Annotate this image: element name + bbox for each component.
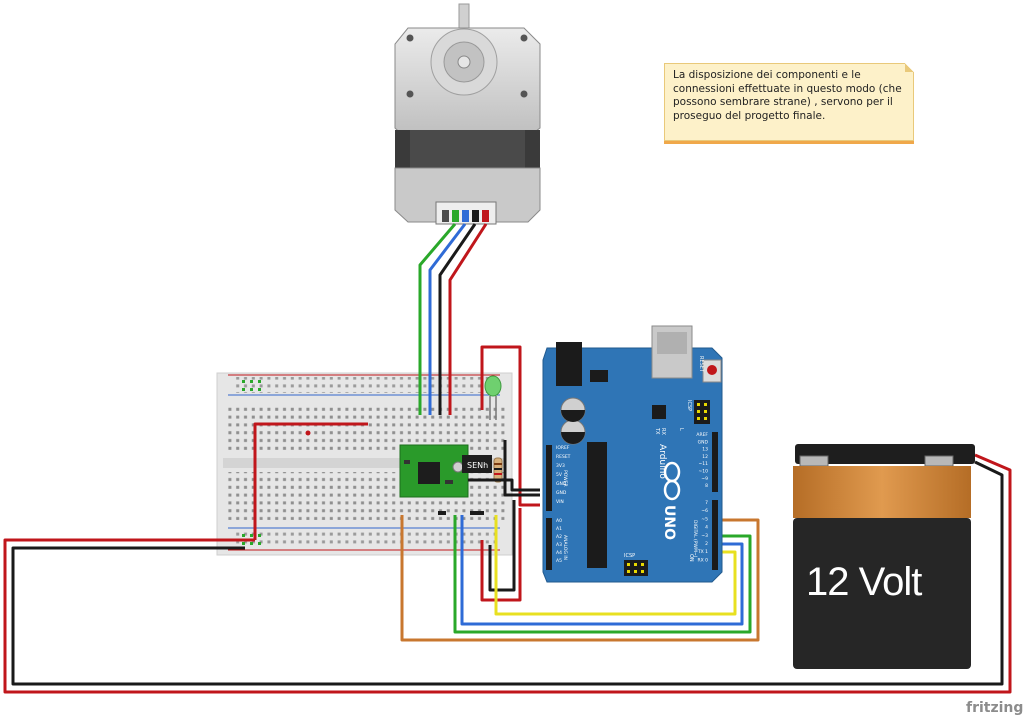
pin-label-right: ~11 [699,461,709,467]
digital-header-top [712,432,718,492]
power-jack [556,342,582,386]
pin-label-right: 8 [705,483,708,489]
arduino-logo [663,461,681,501]
l-label: L [678,428,684,431]
pin-label-right: 12 [702,454,708,460]
battery-9v [793,444,975,669]
atmega-chip [587,442,607,568]
sensor-chip-label: SENh [467,461,488,470]
icsp-header-top [694,400,710,424]
resistor [493,457,503,483]
wire-red-bottom [480,508,522,602]
wire-blue [460,515,744,626]
info-note-text: La disposizione dei componenti e le conn… [673,69,902,122]
pin-label-left: 5V [556,472,563,478]
motor-wire-black [438,223,477,415]
green-led [484,375,502,420]
arduino-model: UNO [661,505,677,540]
pin-label-right: 2 [705,541,708,547]
stepper-driver [399,444,469,498]
power-header [546,445,552,511]
pin-label-right: ~10 [699,469,709,475]
icsp-label: ICSP [686,400,692,411]
digital-header-label: DIGITAL (PWM~) [692,520,698,558]
pin-label-right: ~6 [701,508,708,514]
arduino-brand: Arduino [657,444,667,479]
battery-voltage-label: 12 Volt [806,560,922,604]
pin-label-left: A2 [556,534,562,540]
wire-battery-black [11,460,1004,686]
wire-red-top [480,345,540,507]
sensor-chip: SENh [462,455,492,473]
analog-header [546,518,552,570]
pin-label-right: ~3 [701,533,708,539]
pin-label-left: GND [556,481,567,487]
wire-battery-red [3,453,1012,694]
wires [3,223,1012,694]
pin-label-left: 3V3 [556,463,565,469]
pin-label-left: RESET [556,454,571,460]
wire-orange [400,515,760,642]
pin-label-left: A0 [556,518,562,524]
fritzing-watermark: fritzing [966,700,1024,716]
motor-wire-green [418,223,457,415]
pin-label-left: A3 [556,542,562,548]
pin-label-left: A1 [556,526,562,532]
icsp-header-bottom [624,560,648,576]
motor-wire-red [448,223,488,415]
pin-label-left: IOREF [556,445,570,451]
wire-red-internal [253,422,368,540]
arduino-uno: Arduino UNO RESET ICSP ICSP ON TX RX L P… [542,325,723,583]
pin-label-left: VIN [556,499,564,505]
pin-label-right: ~5 [701,516,708,522]
rx-label: RX [660,428,666,435]
pin-label-right: ~9 [701,476,708,482]
analog-header-label: ANALOG IN [562,535,568,560]
battery-top [793,466,971,518]
wire-black-gnd [468,478,540,492]
pin-label-right: RX 0 [697,557,708,563]
pin-label-left: GND [556,490,567,496]
motor-bottom-plate [394,167,541,223]
battery-body [793,518,971,669]
wire-green [453,515,752,634]
stepper-motor [394,3,541,225]
motor-wire-blue [428,223,467,415]
pin-label-left: A5 [556,558,562,564]
pin-label-right: 13 [702,447,708,453]
info-note: La disposizione dei componenti e le conn… [664,63,914,141]
on-label: ON [688,554,694,562]
pin-label-right: GND [698,439,709,445]
reset-label: RESET [698,356,704,373]
pin-label-right: TX 1 [697,549,708,555]
wire-black-bottom [488,500,516,592]
pin-label-right: 4 [705,525,708,531]
digital-header-bottom [712,500,718,570]
pin-label-right: AREF [696,432,708,438]
wire-black-gnd2 [503,440,540,497]
power-header-label: POWER [562,470,568,487]
tx-label: TX [654,427,660,435]
icsp-bottom-label: ICSP [624,553,635,559]
pin-label-right: 7 [705,500,708,506]
wire-yellow [494,515,737,616]
pin-label-left: A4 [556,550,562,556]
